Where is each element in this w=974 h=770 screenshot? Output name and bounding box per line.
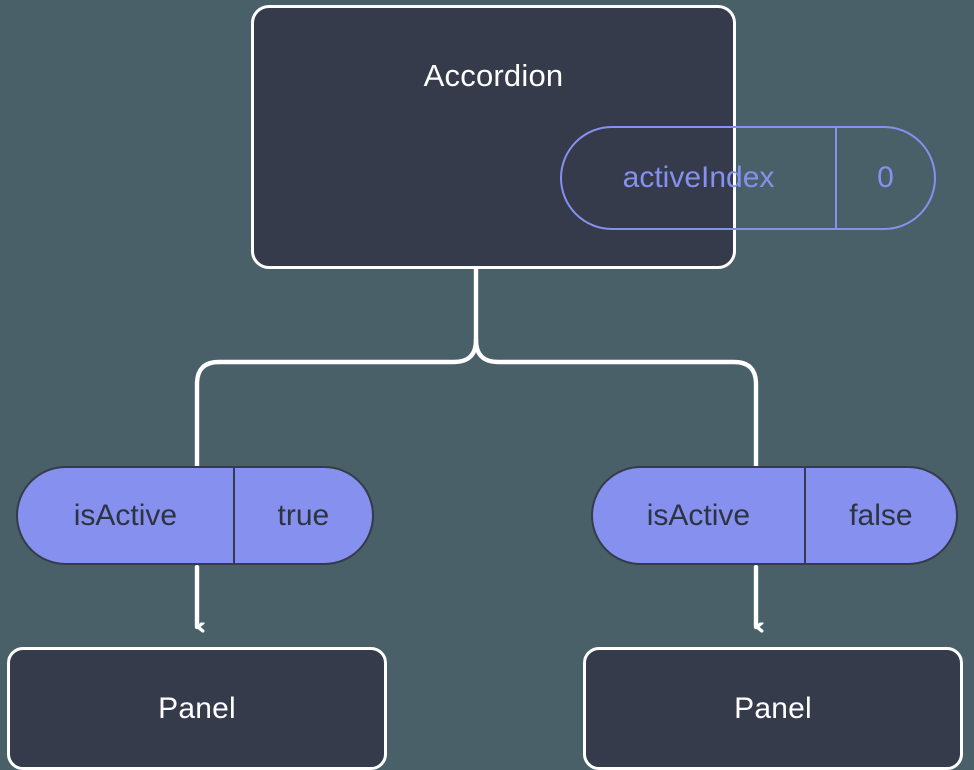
state-pill-active-index[interactable]: activeIndex 0 xyxy=(560,126,936,230)
accordion-title: Accordion xyxy=(423,58,564,93)
state-pill-key: activeIndex xyxy=(622,161,775,194)
panel-right-title: Panel xyxy=(734,691,812,725)
prop-pill-value: false xyxy=(803,468,956,563)
edge-fork-to-left-pill xyxy=(194,337,479,469)
prop-pill-key: isActive xyxy=(73,498,178,532)
prop-pill-value: true xyxy=(232,468,372,563)
node-accordion[interactable]: Accordion activeIndex 0 xyxy=(251,5,936,269)
prop-pill-key: isActive xyxy=(646,498,751,532)
prop-pill-is-active-true[interactable]: isActive true xyxy=(16,466,374,565)
node-panel-left[interactable]: Panel xyxy=(7,647,387,770)
prop-pill-is-active-false[interactable]: isActive false xyxy=(591,466,958,565)
panel-left-title: Panel xyxy=(158,691,236,725)
node-panel-right[interactable]: Panel xyxy=(583,647,963,770)
state-pill-value: 0 xyxy=(835,128,934,228)
edge-fork-to-right-pill xyxy=(473,337,759,469)
